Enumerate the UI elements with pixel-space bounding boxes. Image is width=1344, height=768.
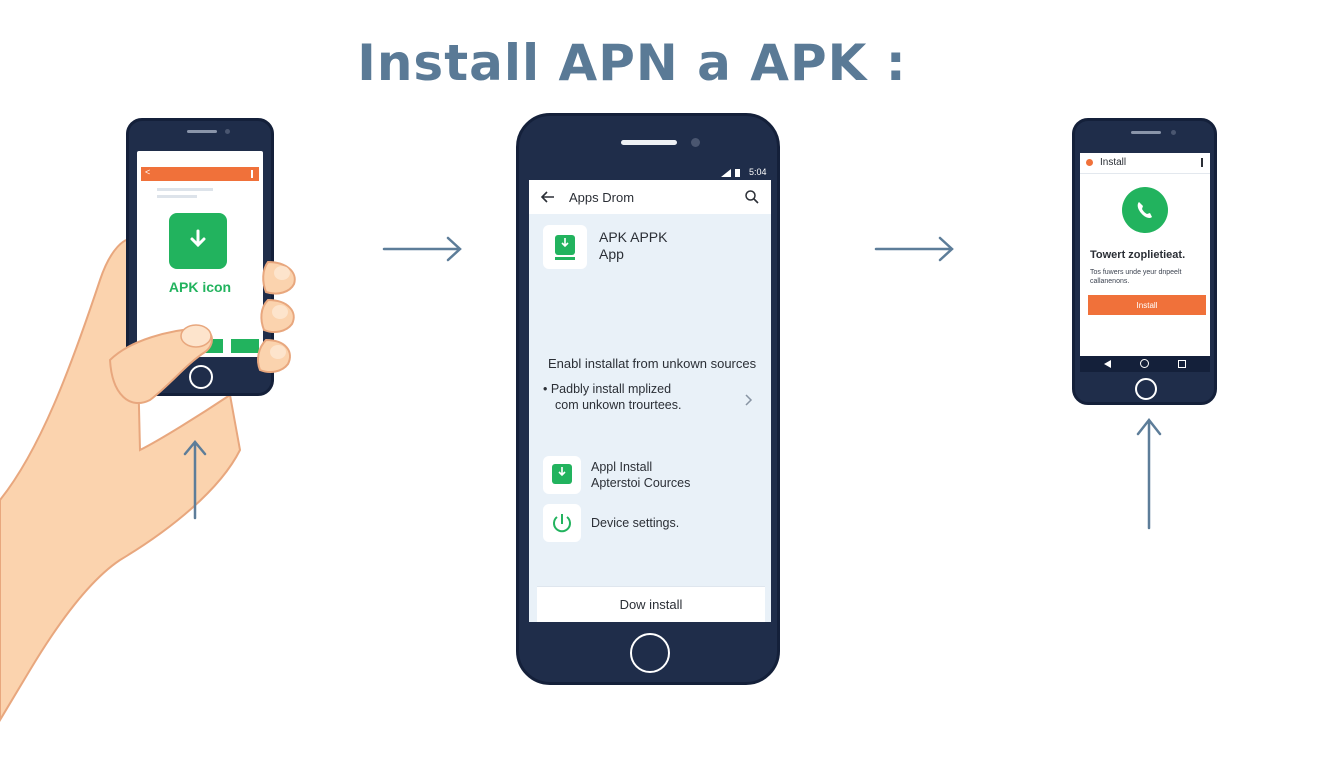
right-home-button[interactable] <box>1135 378 1157 400</box>
hand-illustration <box>0 238 242 722</box>
power-icon <box>553 514 571 533</box>
back-arrow-icon[interactable] <box>540 191 555 203</box>
android-nav-bar <box>1080 356 1210 372</box>
center-phone-screen: 5:04 Apps Drom APK APPK App Enabl instal <box>529 166 771 622</box>
right-arrow-icon-1 <box>382 236 462 262</box>
download-install-button[interactable]: Dow install <box>537 586 765 622</box>
message-line1: Tos fuwers unde yeur dnpeelt <box>1090 269 1182 276</box>
back-arrow-icon[interactable]: < <box>145 167 151 177</box>
install-button-label: Dow install <box>619 597 683 612</box>
download-arrow-icon <box>558 467 566 477</box>
up-arrow-icon-left <box>183 440 207 520</box>
nav-home-icon[interactable] <box>1140 359 1149 368</box>
apk-icon-label: APK icon <box>168 279 232 295</box>
item2-label: Device settings. <box>591 516 680 530</box>
menu-icon[interactable] <box>1201 158 1203 167</box>
right-header-title: Install <box>1100 157 1127 168</box>
list-item-app-install[interactable]: Appl Install Apterstoi Cources <box>543 456 763 496</box>
status-bar: 5:04 <box>529 166 771 180</box>
menu-icon[interactable] <box>251 170 253 178</box>
list-item-device-settings[interactable]: Device settings. <box>543 504 763 544</box>
center-phone: 5:04 Apps Drom APK APPK App Enabl instal <box>516 113 780 685</box>
message-line2: callanenons. <box>1090 278 1130 285</box>
left-home-button[interactable] <box>189 365 213 389</box>
page-title: Install APN a APK : <box>357 34 907 92</box>
status-time: 5:04 <box>749 167 767 177</box>
up-arrow-icon-right <box>1136 417 1162 530</box>
apk-app-tile[interactable] <box>543 225 587 269</box>
center-home-button[interactable] <box>630 633 670 673</box>
download-arrow-icon <box>190 229 206 248</box>
apk-app-icon[interactable] <box>169 213 227 269</box>
nav-back-icon[interactable] <box>1104 360 1111 368</box>
green-bar-3 <box>231 339 259 353</box>
app-badge-icon <box>1086 159 1093 166</box>
right-phone: Install Towert zoplietieat. Tos fuwers u… <box>1072 118 1217 405</box>
center-topbar: Apps Drom <box>529 180 771 214</box>
download-arrow-icon <box>561 238 569 248</box>
message-title: Towert zoplietieat. <box>1090 249 1186 261</box>
right-arrow-icon-2 <box>874 236 954 262</box>
search-icon[interactable] <box>745 190 759 204</box>
right-app-header: Install <box>1080 153 1210 174</box>
hand-fingers <box>108 260 296 405</box>
option-line1: • Padbly install mplized <box>543 382 672 396</box>
nav-recents-icon[interactable] <box>1178 360 1186 368</box>
option-line2: com unkown trourtees. <box>555 398 682 412</box>
item1-line2: Apterstoi Cources <box>591 476 691 490</box>
topbar-title: Apps Drom <box>569 190 635 205</box>
phone-call-icon <box>1122 187 1168 233</box>
right-install-label: Install <box>1136 301 1158 310</box>
left-app-header: < <box>141 167 259 181</box>
right-phone-screen: Install Towert zoplietieat. Tos fuwers u… <box>1080 153 1210 372</box>
unknown-sources-option[interactable]: • Padbly install mplized com unkown trou… <box>539 378 761 422</box>
item1-line1: Appl Install <box>591 460 653 474</box>
signal-icon <box>721 169 731 177</box>
chevron-right-icon <box>745 394 753 406</box>
unknown-sources-heading: Enabl installat from unkown sources <box>548 356 757 371</box>
battery-icon <box>735 169 740 177</box>
right-install-button[interactable]: Install <box>1088 295 1206 315</box>
app-title-line1: APK APPK <box>599 229 668 245</box>
app-title-line2: App <box>599 246 624 262</box>
